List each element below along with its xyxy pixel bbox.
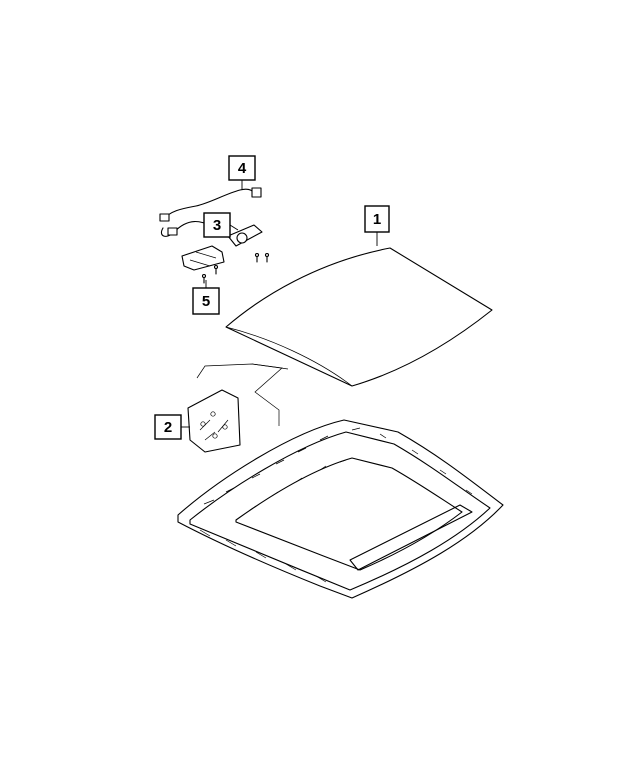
bracket-pad	[187, 389, 241, 453]
switch-assembly	[181, 224, 270, 284]
callout-5: 5	[192, 287, 220, 315]
guide-lines	[196, 363, 289, 426]
callout-label-3: 3	[213, 217, 221, 234]
callout-2: 2	[154, 414, 182, 440]
callout-label-5: 5	[202, 293, 210, 310]
leader-lines	[181, 179, 378, 428]
headliner-panel	[225, 247, 493, 387]
callout-label-1: 1	[373, 211, 381, 228]
callout-label-2: 2	[164, 419, 172, 436]
callout-label-4: 4	[238, 160, 247, 177]
roof-frame	[177, 419, 504, 599]
callout-3: 3	[203, 212, 231, 238]
callout-4: 4	[228, 155, 256, 181]
callout-1: 1	[364, 205, 390, 233]
screw-set	[201, 252, 270, 284]
wiring-harness	[159, 187, 262, 237]
